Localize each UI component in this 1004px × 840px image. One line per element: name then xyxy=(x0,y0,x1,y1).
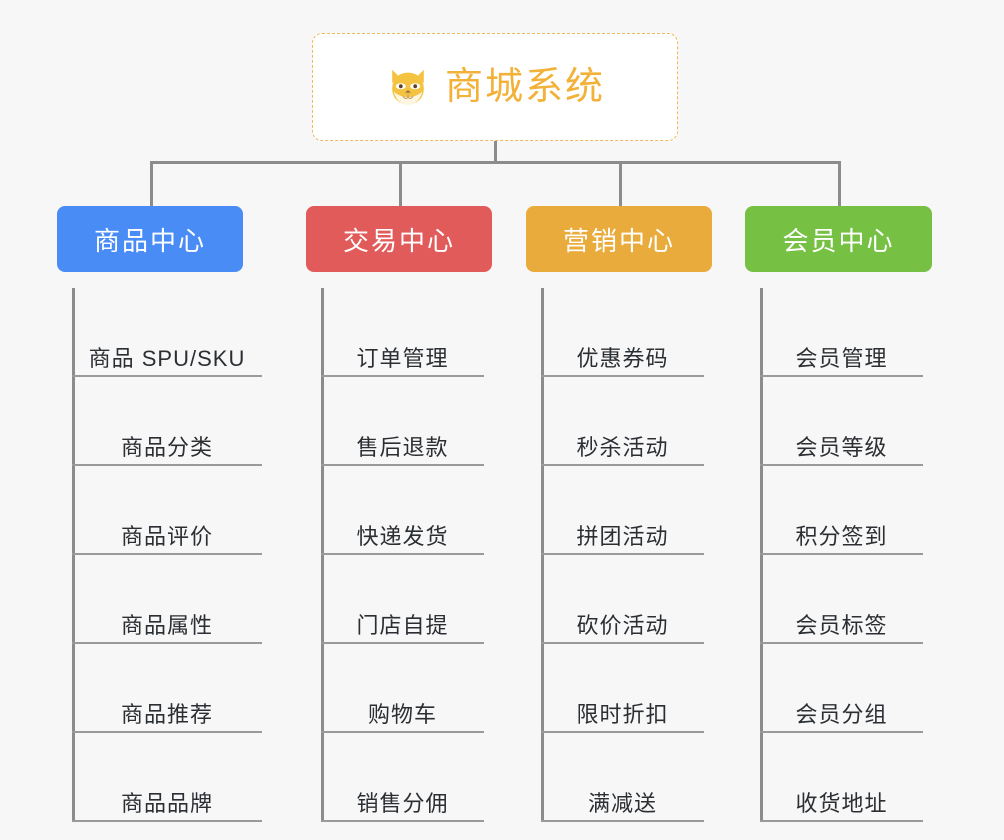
leaf-label: 售后退款 xyxy=(356,434,449,460)
category-header-4[interactable]: 会员中心 xyxy=(745,206,932,272)
category-title-1: 商品中心 xyxy=(93,225,206,256)
connector-root-stem xyxy=(494,141,497,163)
connector-to-header-2 xyxy=(399,161,402,206)
list-item[interactable]: 收货地址 xyxy=(760,733,923,822)
leaf-label: 会员管理 xyxy=(795,345,888,371)
leaf-label: 积分签到 xyxy=(795,523,888,549)
category-title-3: 营销中心 xyxy=(562,225,675,256)
leaf-label: 限时折扣 xyxy=(576,701,669,727)
leaf-label: 商品属性 xyxy=(120,612,213,638)
category-header-1[interactable]: 商品中心 xyxy=(57,206,243,272)
connector-to-header-1 xyxy=(150,161,153,206)
leaf-list-1: 商品 SPU/SKU 商品分类 商品评价 商品属性 商品推荐 商品品牌 xyxy=(57,288,277,822)
leaf-label: 商品分类 xyxy=(120,434,213,460)
category-title-4: 会员中心 xyxy=(782,225,895,256)
leaf-label: 秒杀活动 xyxy=(576,434,669,460)
connector-trunk-3 xyxy=(541,288,544,822)
leaf-label: 快递发货 xyxy=(356,523,449,549)
list-item[interactable]: 拼团活动 xyxy=(541,466,704,555)
list-item[interactable]: 会员管理 xyxy=(760,288,923,377)
list-item[interactable]: 销售分佣 xyxy=(321,733,484,822)
list-item[interactable]: 会员等级 xyxy=(760,377,923,466)
leaf-label: 销售分佣 xyxy=(356,790,449,816)
shiba-dog-icon xyxy=(385,64,431,110)
root-node-title: 商城系统 xyxy=(444,66,605,108)
leaf-label: 优惠券码 xyxy=(576,345,669,371)
leaf-list-3: 优惠券码 秒杀活动 拼团活动 砍价活动 限时折扣 满减送 xyxy=(526,288,722,822)
list-item[interactable]: 商品分类 xyxy=(72,377,262,466)
list-item[interactable]: 售后退款 xyxy=(321,377,484,466)
leaf-label: 商品推荐 xyxy=(120,701,213,727)
list-item[interactable]: 满减送 xyxy=(541,733,704,822)
list-item[interactable]: 商品评价 xyxy=(72,466,262,555)
list-item[interactable]: 商品推荐 xyxy=(72,644,262,733)
category-title-2: 交易中心 xyxy=(342,225,455,256)
leaf-label: 商品 SPU/SKU xyxy=(88,345,246,371)
list-item[interactable]: 积分签到 xyxy=(760,466,923,555)
connector-trunk-2 xyxy=(321,288,324,822)
leaf-label: 会员等级 xyxy=(795,434,888,460)
leaf-label: 门店自提 xyxy=(356,612,449,638)
leaf-label: 收货地址 xyxy=(795,790,888,816)
leaf-label: 商品品牌 xyxy=(120,790,213,816)
leaf-label: 订单管理 xyxy=(356,345,449,371)
category-header-3[interactable]: 营销中心 xyxy=(526,206,712,272)
leaf-label: 会员标签 xyxy=(795,612,888,638)
connector-horizontal-bus xyxy=(150,161,840,164)
leaf-label: 商品评价 xyxy=(120,523,213,549)
list-item[interactable]: 优惠券码 xyxy=(541,288,704,377)
branch-column-1: 商品中心 商品 SPU/SKU 商品分类 商品评价 商品属性 商品推荐 商品品牌 xyxy=(57,161,277,822)
list-item[interactable]: 购物车 xyxy=(321,644,484,733)
leaf-label: 购物车 xyxy=(367,701,437,727)
list-item[interactable]: 商品品牌 xyxy=(72,733,262,822)
leaf-list-4: 会员管理 会员等级 积分签到 会员标签 会员分组 收货地址 xyxy=(745,288,941,822)
leaf-label: 拼团活动 xyxy=(576,523,669,549)
list-item[interactable]: 快递发货 xyxy=(321,466,484,555)
connector-trunk-4 xyxy=(760,288,763,822)
leaf-label: 会员分组 xyxy=(795,701,888,727)
list-item[interactable]: 门店自提 xyxy=(321,555,484,644)
connector-to-header-3 xyxy=(619,161,622,206)
list-item[interactable]: 商品 SPU/SKU xyxy=(72,288,262,377)
connector-trunk-1 xyxy=(72,288,75,822)
leaf-label: 砍价活动 xyxy=(576,612,669,638)
branch-column-4: 会员中心 会员管理 会员等级 积分签到 会员标签 会员分组 收货地址 xyxy=(745,161,941,822)
list-item[interactable]: 限时折扣 xyxy=(541,644,704,733)
root-node[interactable]: 商城系统 xyxy=(312,33,678,141)
branch-column-3: 营销中心 优惠券码 秒杀活动 拼团活动 砍价活动 限时折扣 满减送 xyxy=(526,161,722,822)
list-item[interactable]: 会员分组 xyxy=(760,644,923,733)
list-item[interactable]: 秒杀活动 xyxy=(541,377,704,466)
category-header-2[interactable]: 交易中心 xyxy=(306,206,492,272)
list-item[interactable]: 订单管理 xyxy=(321,288,484,377)
list-item[interactable]: 商品属性 xyxy=(72,555,262,644)
leaf-list-2: 订单管理 售后退款 快递发货 门店自提 购物车 销售分佣 xyxy=(306,288,502,822)
connector-to-header-4 xyxy=(838,161,841,206)
list-item[interactable]: 会员标签 xyxy=(760,555,923,644)
root-node-content: 商城系统 xyxy=(385,64,605,110)
list-item[interactable]: 砍价活动 xyxy=(541,555,704,644)
leaf-label: 满减送 xyxy=(587,790,657,816)
branch-column-2: 交易中心 订单管理 售后退款 快递发货 门店自提 购物车 销售分佣 xyxy=(306,161,502,822)
